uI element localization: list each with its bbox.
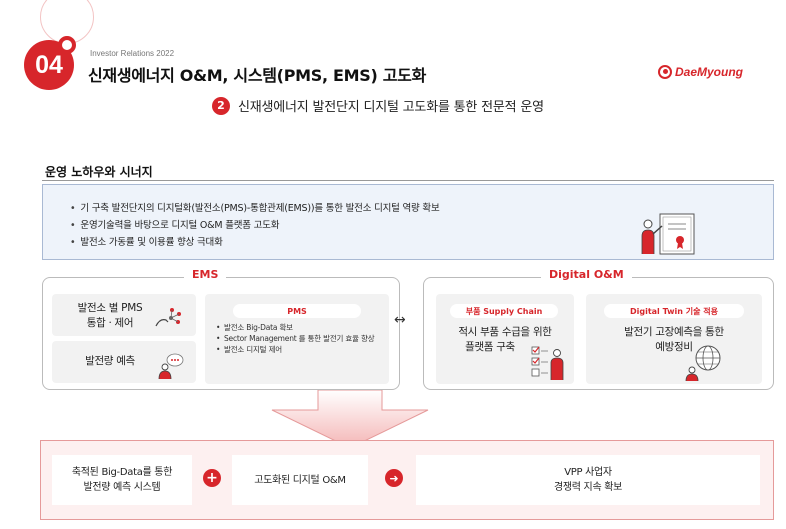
subtitle: 2 신재생에너지 발전단지 디지털 고도화를 통한 전문적 운영 (212, 96, 544, 115)
ems-card-forecast-label: 발전량 예측 (85, 355, 135, 367)
bigdata-forecast-card: 축적된 Big-Data를 통한 발전량 예측 시스템 (52, 455, 192, 505)
funnel-arrow-icon (271, 390, 429, 449)
knowhow-item: 운영기술력을 바탕으로 디지털 O&M 플랫폼 고도화 (70, 217, 440, 234)
vpp-card: VPP 사업자 경쟁력 지속 확보 (416, 455, 760, 505)
section-title: 운영 노하우와 시너지 (45, 165, 153, 179)
company-logo: DaeMyoung (658, 65, 743, 79)
network-hand-icon (155, 308, 181, 327)
digital-twin-line1: 발전기 고장예측을 통한 (624, 326, 724, 338)
arrow-right-icon: ➜ (385, 469, 403, 487)
digital-twin-pill: Digital Twin 기술 적용 (604, 304, 744, 318)
supply-chain-line2: 플랫폼 구축 (465, 341, 515, 353)
digital-om-label: Digital O&M (541, 268, 632, 281)
ems-card-pms-integration (52, 294, 196, 336)
digital-om-card-label: 고도화된 디지털 O&M (254, 474, 346, 486)
plus-icon: + (203, 469, 221, 487)
report-kicker: Investor Relations 2022 (90, 49, 175, 58)
subtitle-number: 2 (212, 96, 230, 115)
subtitle-text: 신재생에너지 발전단지 디지털 고도화를 통한 전문적 운영 (238, 100, 544, 115)
ems-card-pms-line2: 통합 · 제어 (86, 317, 134, 329)
page-title: 신재생에너지 O&M, 시스템(PMS, EMS) 고도화 (88, 66, 427, 85)
bigdata-line1: 축적된 Big-Data를 통한 (71, 467, 173, 478)
pms-item: 발전소 디지털 제어 (216, 344, 381, 355)
pms-item: 발전소 Big-Data 확보 (216, 322, 381, 333)
pms-title-pill: PMS (233, 304, 361, 318)
logo-mark-icon (658, 65, 672, 79)
globe-person-icon (685, 345, 721, 382)
pms-item: Sector Management 를 통한 발전기 효율 향상 (216, 333, 381, 344)
supply-chain-line1: 적시 부품 수급을 위한 (458, 326, 552, 338)
badge-dot (58, 36, 76, 54)
pms-list: 발전소 Big-Data 확보 Sector Management 를 통한 발… (216, 322, 381, 355)
knowhow-list: 기 구축 발전단지의 디지털화(발전소(PMS)-통합관제(EMS))를 통한 … (70, 200, 440, 251)
bigdata-line2: 발전량 예측 시스템 (83, 482, 161, 493)
bidirectional-arrow-icon: ↔ (394, 312, 406, 328)
checklist-person-icon (531, 346, 564, 380)
vpp-line2: 경쟁력 지속 확보 (553, 482, 623, 493)
logo-text: DaeMyoung (675, 65, 744, 79)
presenter-certificate-icon (641, 213, 695, 255)
section-divider (42, 180, 774, 181)
digital-om-card: 고도화된 디지털 O&M (232, 455, 368, 505)
digital-twin-line2: 예방정비 (655, 341, 693, 353)
knowhow-item: 발전소 가동률 및 이용률 향상 극대화 (70, 234, 440, 251)
person-thinking-icon (158, 353, 184, 380)
vpp-line1: VPP 사업자 (564, 467, 612, 478)
ems-card-pms-line1: 발전소 별 PMS (77, 302, 143, 314)
supply-chain-pill: 부품 Supply Chain (450, 304, 558, 318)
ems-label: EMS (184, 268, 227, 281)
knowhow-item: 기 구축 발전단지의 디지털화(발전소(PMS)-통합관제(EMS))를 통한 … (70, 200, 439, 217)
